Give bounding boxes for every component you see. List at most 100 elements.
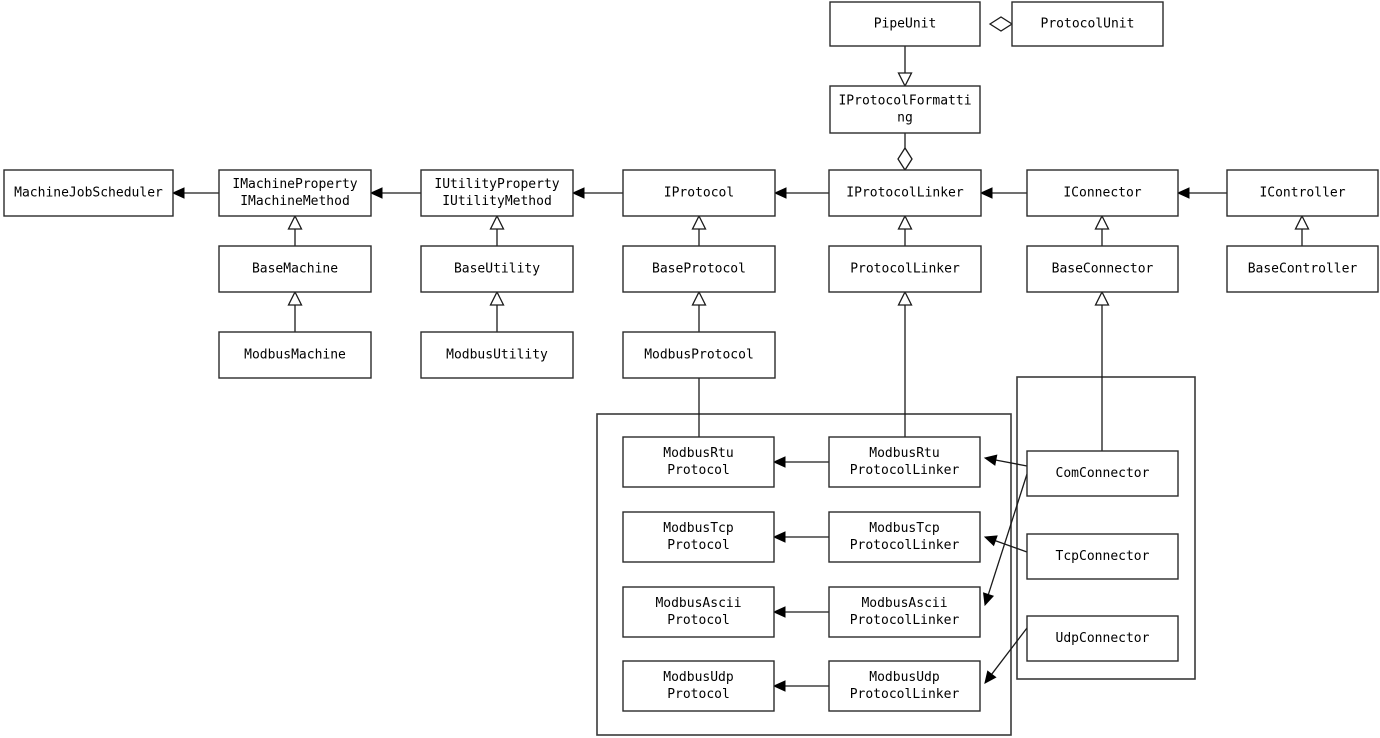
class-box-protocollinker[interactable] xyxy=(828,245,982,293)
class-node-protocolunit[interactable]: ProtocolUnit xyxy=(1011,1,1164,47)
inheritance-triangle-icon xyxy=(897,214,913,230)
class-box-iprotocol[interactable] xyxy=(622,169,776,217)
class-label-modbusudpprotocollinker: ModbusUdp xyxy=(869,670,940,685)
class-node-tcpconnector[interactable]: TcpConnector xyxy=(1026,533,1179,580)
e-comconn-baseconnector xyxy=(1094,290,1110,451)
class-label-baseconnector: BaseConnector xyxy=(1052,262,1154,277)
class-label-iutilityproperty: IUtilityMethod xyxy=(442,194,552,209)
e-modbusprotocol-baseprotocol xyxy=(691,290,707,332)
edge-line xyxy=(990,627,1028,676)
e-iprotfmt-iprotlinker xyxy=(897,133,913,172)
class-box-modbustcpprotocol[interactable] xyxy=(622,511,775,563)
class-node-modbusmachine[interactable]: ModbusMachine xyxy=(218,331,372,379)
class-label-pipeunit: PipeUnit xyxy=(874,17,937,32)
e-rtulinker-protlinker xyxy=(897,290,913,437)
class-node-baseprotocol[interactable]: BaseProtocol xyxy=(622,245,776,293)
class-label-modbusudpprotocol: ModbusUdp xyxy=(663,670,734,685)
class-box-modbusrtuprotocollinker[interactable] xyxy=(828,436,981,488)
class-node-baseconnector[interactable]: BaseConnector xyxy=(1026,245,1179,293)
class-box-iconnector[interactable] xyxy=(1026,169,1179,217)
class-node-machinejobscheduler[interactable]: MachineJobScheduler xyxy=(3,169,174,217)
class-box-udpconnector[interactable] xyxy=(1026,615,1179,662)
class-label-modbusmachine: ModbusMachine xyxy=(244,348,346,363)
arrowhead-solid-icon xyxy=(772,606,786,618)
class-node-iprotocollinker[interactable]: IProtocolLinker xyxy=(828,169,982,217)
class-node-protocollinker[interactable]: ProtocolLinker xyxy=(828,245,982,293)
class-label-basecontroller: BaseController xyxy=(1248,262,1358,277)
class-box-baseprotocol[interactable] xyxy=(622,245,776,293)
class-node-basemachine[interactable]: BaseMachine xyxy=(218,245,372,293)
class-box-modbusasciiprotocollinker[interactable] xyxy=(828,586,981,638)
class-node-udpconnector[interactable]: UdpConnector xyxy=(1026,615,1179,662)
e-tcplinker-tcpprot xyxy=(772,531,829,543)
e-pipeunit-protocolunit xyxy=(988,16,1014,32)
e-modbusmachine-basemachine xyxy=(287,290,303,332)
class-box-basemachine[interactable] xyxy=(218,245,372,293)
class-box-basecontroller[interactable] xyxy=(1226,245,1379,293)
class-node-baseutility[interactable]: BaseUtility xyxy=(420,245,574,293)
e-baseprotocol-iprotocol xyxy=(691,214,707,246)
class-box-machinejobscheduler[interactable] xyxy=(3,169,174,217)
class-box-iprotocollinker[interactable] xyxy=(828,169,982,217)
class-box-modbusutility[interactable] xyxy=(420,331,574,379)
class-box-iutilityproperty[interactable] xyxy=(420,169,574,217)
class-label-comconnector: ComConnector xyxy=(1056,466,1150,481)
class-label-baseprotocol: BaseProtocol xyxy=(652,262,746,277)
class-box-modbusasciiprotocol[interactable] xyxy=(622,586,775,638)
class-box-icontroller[interactable] xyxy=(1226,169,1379,217)
class-box-baseconnector[interactable] xyxy=(1026,245,1179,293)
arrowhead-solid-icon xyxy=(171,187,185,199)
class-node-comconnector[interactable]: ComConnector xyxy=(1026,450,1179,497)
class-label-machinejobscheduler: MachineJobScheduler xyxy=(14,186,163,201)
e-pipeunit-iprotocolformatting xyxy=(897,46,913,88)
class-node-modbusutility[interactable]: ModbusUtility xyxy=(420,331,574,379)
edge-line xyxy=(994,459,1028,467)
class-node-modbusprotocol[interactable]: ModbusProtocol xyxy=(622,331,776,379)
class-label-modbusprotocol: ModbusProtocol xyxy=(644,348,754,363)
class-box-modbusudpprotocollinker[interactable] xyxy=(828,660,981,712)
class-label-modbusasciiprotocol: Protocol xyxy=(667,613,730,628)
class-box-modbusprotocol[interactable] xyxy=(622,331,776,379)
arrowhead-solid-icon xyxy=(979,187,993,199)
class-node-iconnector[interactable]: IConnector xyxy=(1026,169,1179,217)
inheritance-triangle-icon xyxy=(287,214,303,230)
edge-line xyxy=(987,473,1028,596)
class-box-modbustcpprotocollinker[interactable] xyxy=(828,511,981,563)
inheritance-triangle-icon xyxy=(691,214,707,230)
class-box-modbusrtuprotocol[interactable] xyxy=(622,436,775,488)
class-label-modbusasciiprotocollinker: ModbusAscii xyxy=(861,596,947,611)
class-box-modbusmachine[interactable] xyxy=(218,331,372,379)
class-box-protocolunit[interactable] xyxy=(1011,1,1164,47)
class-node-iprotocol[interactable]: IProtocol xyxy=(622,169,776,217)
class-label-modbustcpprotocol: ModbusTcp xyxy=(663,521,734,536)
class-node-basecontroller[interactable]: BaseController xyxy=(1226,245,1379,293)
class-box-comconnector[interactable] xyxy=(1026,450,1179,497)
class-label-protocollinker: ProtocolLinker xyxy=(850,262,960,277)
class-box-tcpconnector[interactable] xyxy=(1026,533,1179,580)
class-box-modbusudpprotocol[interactable] xyxy=(622,660,775,712)
class-label-modbustcpprotocol: Protocol xyxy=(667,538,730,553)
class-label-tcpconnector: TcpConnector xyxy=(1056,549,1150,564)
class-label-modbusasciiprotocol: ModbusAscii xyxy=(655,596,741,611)
class-box-pipeunit[interactable] xyxy=(829,1,981,47)
arrowhead-solid-icon xyxy=(773,187,787,199)
e-modbusutility-baseutility xyxy=(489,290,505,332)
class-box-iprotocolformatting[interactable] xyxy=(829,85,981,134)
class-box-baseutility[interactable] xyxy=(420,245,574,293)
class-box-imachineproperty[interactable] xyxy=(218,169,372,217)
class-label-modbustcpprotocollinker: ModbusTcp xyxy=(869,521,940,536)
class-node-icontroller[interactable]: IController xyxy=(1226,169,1379,217)
class-node-pipeunit[interactable]: PipeUnit xyxy=(829,1,981,47)
